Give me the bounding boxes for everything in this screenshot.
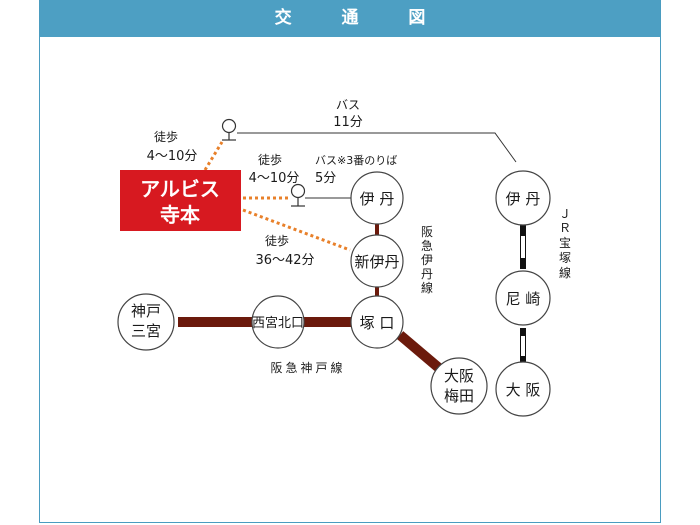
line-label-char: 塚: [559, 251, 571, 265]
station-osaka-umeda: 大阪 梅田: [430, 357, 488, 415]
line-label-char: Ｊ: [559, 207, 571, 221]
station-label: 大阪: [444, 367, 474, 385]
station-kobe-sannomiya: 神戸 三宮: [117, 293, 175, 351]
line-label-char: 阪: [421, 225, 433, 239]
station-label: 尼 崎: [506, 290, 541, 308]
station-label: 大 阪: [506, 381, 541, 399]
page-title: 交 通 図: [40, 0, 660, 37]
walk-shin-mode: 徒歩: [265, 233, 289, 248]
station-label: 三宮: [131, 322, 161, 340]
walk-bus-time: 4〜10分: [249, 171, 300, 186]
line-label-char: 宝: [559, 236, 571, 250]
bus-long-mode: バス: [336, 98, 360, 112]
walk-route-top: [203, 141, 224, 171]
station-label: 西宮北口: [252, 315, 304, 331]
bus-route-line: [237, 132, 517, 163]
jr-takarazuka-line-label: Ｊ Ｒ 宝 塚 線: [559, 207, 571, 280]
station-label: 神戸: [131, 302, 161, 320]
station-label: 新伊丹: [354, 253, 399, 271]
origin-name-line2: 寺本: [160, 203, 200, 227]
line-label-char: 線: [559, 265, 571, 280]
line-label-char: 線: [421, 280, 433, 295]
bus-stop-icon: [290, 183, 306, 207]
bus-stop-time: 5分: [315, 171, 336, 186]
line-label-char: Ｒ: [559, 221, 571, 235]
origin-name-line1: アルビス: [140, 177, 220, 201]
walk-route-shin-itami: [242, 208, 351, 252]
station-shin-itami: 新伊丹: [350, 234, 404, 288]
hankyu-kobe-line-label: 阪急神戸線: [270, 360, 345, 375]
station-label: 塚 口: [360, 314, 395, 332]
bus-long-time: 11分: [333, 115, 363, 130]
station-itami-jr: 伊 丹: [495, 170, 551, 226]
station-label: 伊 丹: [360, 190, 395, 208]
walk-shin-time: 36〜42分: [255, 253, 314, 268]
origin-box: アルビス 寺本: [120, 170, 241, 231]
station-nishinomiya-kitaguchi: 西宮北口: [251, 295, 305, 349]
jr-takarazuka-line: [520, 225, 526, 364]
station-itami-hankyu: 伊 丹: [350, 171, 404, 225]
walk-bus-mode: 徒歩: [258, 152, 282, 167]
station-osaka: 大 阪: [495, 361, 551, 417]
line-label-char: 伊: [421, 253, 433, 267]
station-label: 梅田: [444, 387, 474, 405]
walk-top-time: 4〜10分: [147, 149, 198, 164]
line-label-char: 急: [421, 238, 433, 253]
line-label-char: 丹: [421, 267, 433, 281]
hankyu-itami-line-label: 阪 急 伊 丹 線: [421, 225, 433, 295]
station-amagasaki: 尼 崎: [495, 270, 551, 326]
walk-top-mode: 徒歩: [154, 129, 178, 144]
station-label: 伊 丹: [506, 190, 541, 208]
bus-stop-mode: バス※3番のりば: [315, 154, 397, 167]
map-frame: 交 通 図: [39, 0, 661, 523]
station-tsukaguchi: 塚 口: [350, 295, 404, 349]
bus-stop-icon: [221, 118, 237, 141]
